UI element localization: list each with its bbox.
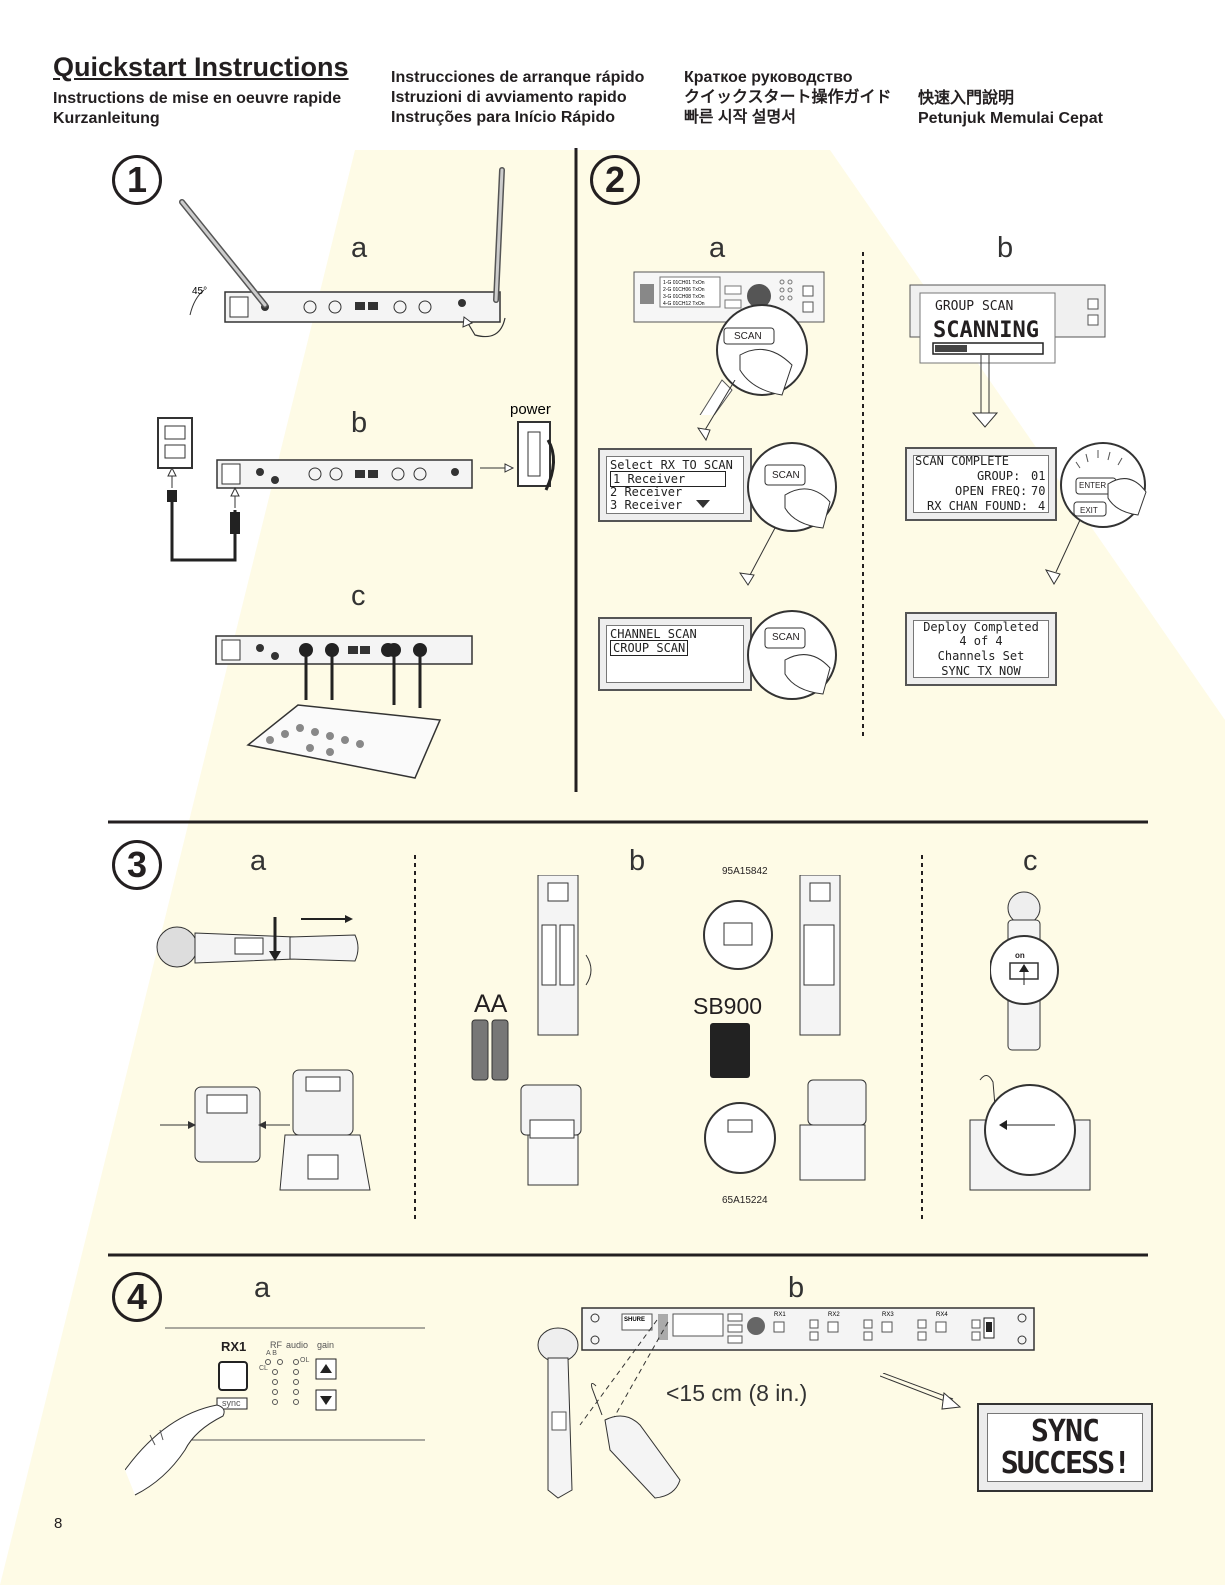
scan-button-label-2: SCAN — [772, 470, 800, 481]
bodypack-illustration — [160, 1069, 371, 1191]
gain-label: gain — [317, 1340, 335, 1350]
enter-button-label: ENTER — [1079, 481, 1107, 490]
step-3c-label: c — [1023, 845, 1038, 877]
rf-label: RF — [270, 1340, 282, 1350]
distance-label: <15 cm (8 in.) — [666, 1380, 808, 1406]
step-1a-label: a — [351, 232, 368, 264]
step-3b-label: b — [629, 845, 646, 877]
lcd-channel-scan: CHANNEL SCAN CROUP SCAN — [598, 617, 752, 691]
part-number-2: 65A15224 — [722, 1195, 768, 1206]
group-scan-label: GROUP SCAN — [935, 299, 1014, 314]
handheld-mic-illustration — [156, 915, 359, 968]
step-2a-arrows — [696, 380, 776, 586]
ab-label: A B — [266, 1350, 277, 1357]
aa-battery-label: AA — [474, 990, 508, 1018]
group-scan-panel — [909, 284, 1106, 364]
ol-label: OL — [300, 1357, 310, 1364]
step-4-number: 4 — [112, 1272, 162, 1322]
page-title: Quickstart Instructions — [53, 52, 349, 82]
rx3-label-rack: RX3 — [882, 1312, 894, 1318]
scan-button-label-3: SCAN — [772, 632, 800, 643]
step-4a-label: a — [254, 1272, 271, 1304]
receiver-power-illustration: power — [157, 401, 555, 562]
step-1c-label: c — [351, 580, 366, 612]
rx1-label-rack: RX1 — [774, 1312, 786, 1318]
lcd-scan-complete: SCAN COMPLETE GROUP: 01 OPEN FREQ: 70 RX… — [905, 447, 1057, 521]
rx4-label-rack: RX4 — [936, 1312, 948, 1318]
svg-text:2-G 01CH06 TxOn: 2-G 01CH06 TxOn — [663, 287, 705, 293]
aa-battery-illustration — [471, 875, 592, 1186]
part-number-1: 95A15842 — [722, 866, 768, 877]
step-4b-label: b — [788, 1272, 805, 1304]
mic-power-switch-illustration — [990, 891, 1059, 1051]
svg-text:1-G 01CH01 TxOn: 1-G 01CH01 TxOn — [663, 280, 705, 286]
step-1-number: 1 — [112, 155, 162, 205]
receiver-mixer-illustration — [215, 635, 473, 779]
lcd-select-rx: Select RX TO SCAN 1 Receiver 2 Receiver … — [598, 448, 752, 522]
receiver-front-panel: 1-G 01CH01 TxOn 2-G 01CH06 TxOn 3-G 01CH… — [633, 271, 825, 415]
angle-label: 45° — [192, 286, 207, 297]
step-2b-label: b — [997, 232, 1014, 264]
success-arrow-icon — [880, 1373, 962, 1410]
step-2-number: 2 — [590, 155, 640, 205]
rack-receiver-illustration: SHURE RX1 RX2 RX3 RX4 — [537, 1307, 1035, 1499]
rx1-label: RX1 — [221, 1339, 247, 1354]
sync-button-label: sync — [222, 1398, 241, 1408]
sync-success-display: SYNC SUCCESS! — [977, 1403, 1153, 1492]
power-label: power — [510, 401, 551, 418]
exit-button-label: EXIT — [1080, 506, 1098, 515]
rx2-label-rack: RX2 — [828, 1312, 840, 1318]
sb900-battery-illustration — [703, 875, 867, 1181]
audio-label: audio — [286, 1340, 309, 1350]
down-arrow-icon — [971, 355, 999, 428]
svg-text:3-G 01CH08 TxOn: 3-G 01CH08 TxOn — [663, 294, 705, 300]
sync-panel-illustration — [125, 1327, 425, 1496]
page-number: 8 — [54, 1515, 63, 1532]
scan-zoom-circle-2 — [747, 610, 837, 700]
brand-label: SHURE — [624, 1317, 645, 1323]
down-arrow-icon — [696, 500, 710, 508]
on-switch-label: on — [1015, 951, 1025, 960]
step-3-number: 3 — [112, 840, 162, 890]
cl-label: CL — [259, 1365, 268, 1372]
scan-button-label: SCAN — [734, 331, 762, 342]
step-3a-label: a — [250, 845, 267, 877]
lcd-deploy-completed: Deploy Completed 4 of 4 Channels Set SYN… — [905, 612, 1057, 686]
scanning-label: SCANNING — [933, 318, 1039, 343]
scan-zoom-circle — [747, 442, 837, 532]
step-2a-label: a — [709, 232, 726, 264]
svg-text:4-G 01CH12 TxOn: 4-G 01CH12 TxOn — [663, 301, 705, 307]
receiver-antenna-illustration: 45° — [179, 167, 506, 338]
step-2b-arrow — [1044, 520, 1081, 585]
sb900-battery-label: SB900 — [693, 993, 763, 1019]
enter-zoom-circle — [1060, 442, 1147, 528]
step-1b-label: b — [351, 407, 368, 439]
bodypack-power-switch-illustration — [969, 1075, 1091, 1191]
